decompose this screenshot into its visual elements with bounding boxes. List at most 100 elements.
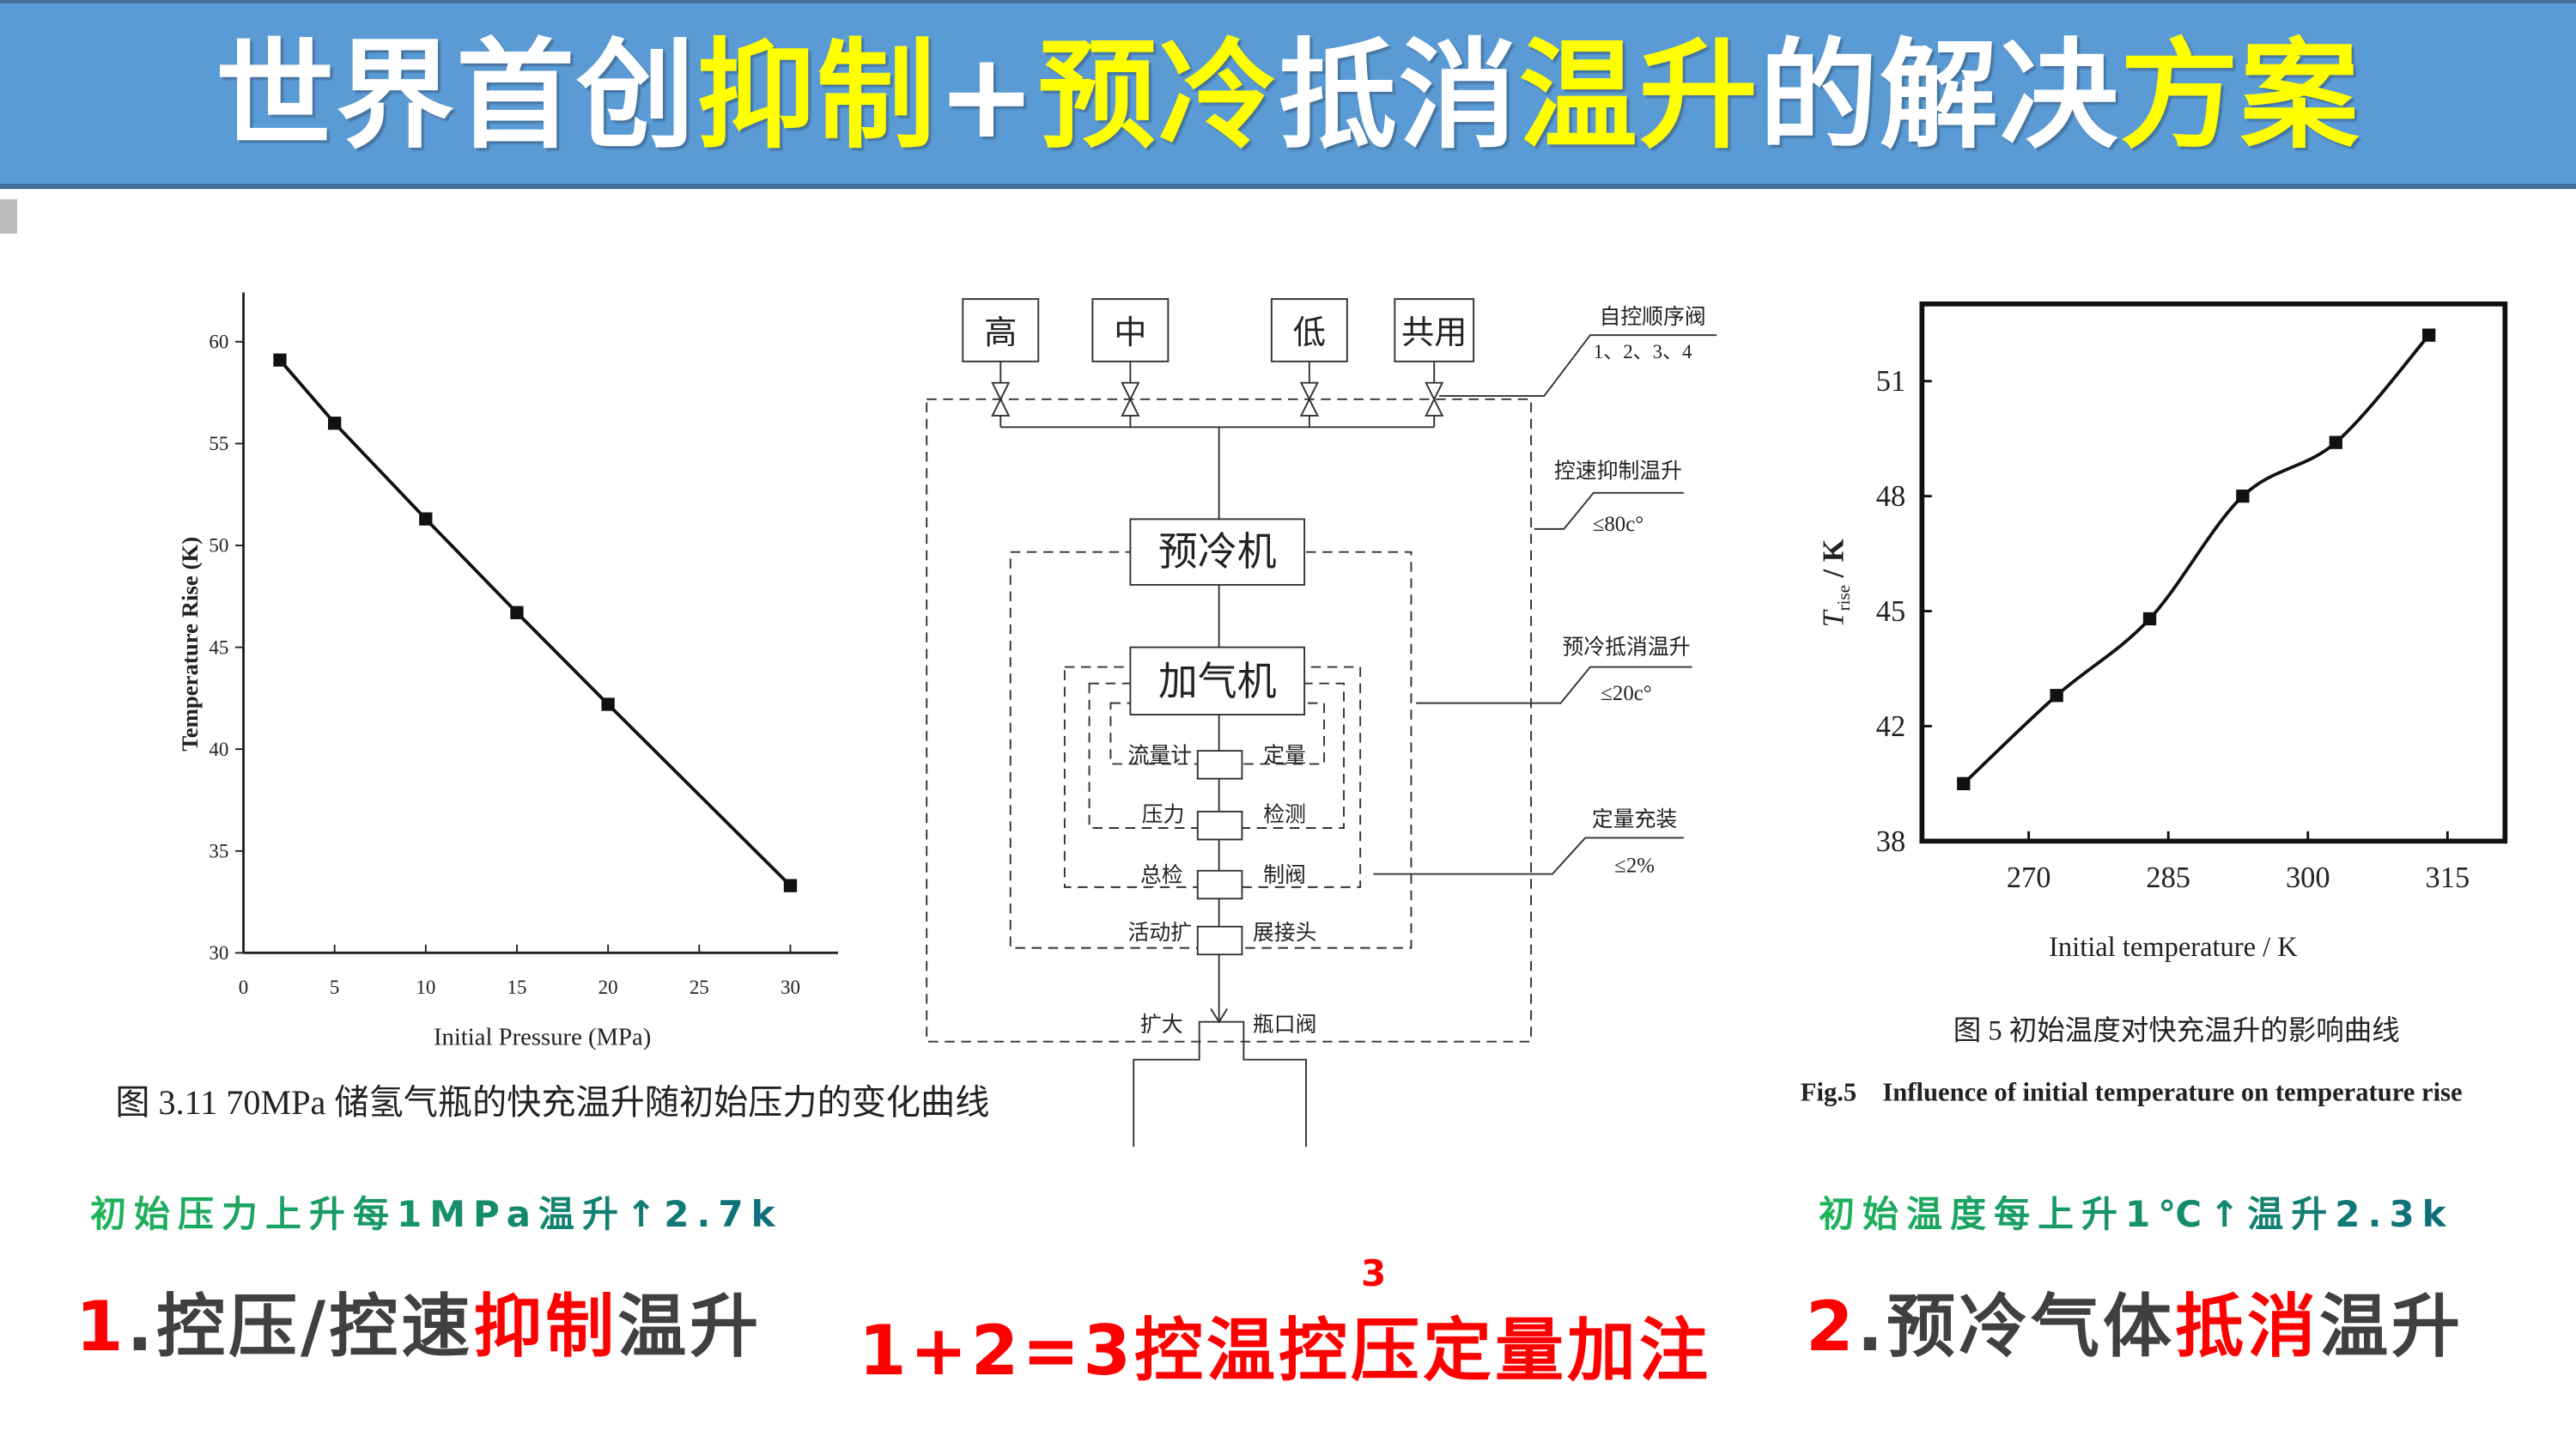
filling-system-diagram bbox=[926, 298, 1717, 1148]
y-tick-label: 40 bbox=[209, 739, 228, 760]
y-tick-label: 38 bbox=[1876, 825, 1905, 858]
slide-marker bbox=[0, 199, 17, 234]
precooler-label: 预冷机 bbox=[1158, 530, 1277, 574]
leader-line bbox=[1416, 666, 1692, 704]
x-tick-label: 30 bbox=[781, 977, 800, 998]
quant-fill-value: ≤2% bbox=[1614, 855, 1655, 878]
joint-right-label: 展接头 bbox=[1253, 921, 1317, 945]
y-tick-label: 35 bbox=[209, 840, 228, 861]
joint-left-label: 活动扩 bbox=[1128, 921, 1193, 945]
y-label-main: T bbox=[1817, 609, 1850, 628]
speed-control-value: ≤80c° bbox=[1593, 513, 1643, 536]
joint-box bbox=[1196, 925, 1243, 956]
quantity-label: 定量 bbox=[1263, 743, 1306, 767]
data-point bbox=[328, 417, 342, 430]
x-tick-label: 15 bbox=[507, 977, 527, 998]
y-tick-label: 30 bbox=[209, 942, 228, 964]
y-tick-label: 45 bbox=[1876, 595, 1905, 628]
x-tick-label: 270 bbox=[2007, 861, 2051, 894]
data-point bbox=[2050, 689, 2063, 703]
temperature-chart: Initial temperature / K Trise / K 图 5 初始… bbox=[1801, 301, 2508, 1107]
chart-caption: 图 3.11 70MPa 储氢气瓶的快充温升随初始压力的变化曲线 bbox=[115, 1083, 989, 1122]
title-part-highlight: 预冷 bbox=[1037, 27, 1279, 165]
chart-caption-cn: 图 5 初始温度对快充温升的影响曲线 bbox=[1953, 1015, 2400, 1047]
title-part: + bbox=[937, 27, 1038, 165]
title-part-highlight: 方案 bbox=[2119, 27, 2360, 165]
x-tick-label: 5 bbox=[330, 977, 339, 998]
combined-method: 1+2=3控温控压定量加注 bbox=[859, 1311, 1712, 1391]
method-number: 1 bbox=[76, 1287, 127, 1367]
valve-icon bbox=[1425, 381, 1444, 417]
data-point bbox=[2422, 328, 2436, 342]
flowmeter-box bbox=[1196, 750, 1243, 780]
pressure-label: 压力 bbox=[1142, 802, 1185, 826]
precool-value: ≤20c° bbox=[1601, 682, 1651, 705]
temperature-rate-note: 初始温度每上升1℃↑温升2.3k bbox=[1819, 1185, 2454, 1238]
slide-title: 世界首创抑制+预冷抵消温升的解决方案 bbox=[0, 27, 2576, 165]
method-text: 温升 bbox=[2319, 1287, 2464, 1367]
y-tick-label: 50 bbox=[209, 535, 228, 557]
x-axis-label: Initial Pressure (MPa) bbox=[434, 1023, 651, 1050]
y-label-sub: rise bbox=[1833, 585, 1854, 611]
precooler-box bbox=[1129, 518, 1306, 586]
method-2: 2.预冷气体抵消温升 bbox=[1806, 1271, 2464, 1371]
y-tick-label: 42 bbox=[1876, 710, 1905, 743]
x-tick-label: 315 bbox=[2426, 861, 2470, 894]
plot-frame bbox=[1919, 301, 2508, 844]
source-shared-box bbox=[1394, 298, 1475, 362]
seq-valve-numbers: 1、2、3、4 bbox=[1594, 341, 1692, 362]
source-mid-label: 中 bbox=[1114, 315, 1146, 351]
superscript-3: 3 bbox=[1361, 1252, 1387, 1294]
detect-label: 检测 bbox=[1263, 802, 1306, 826]
y-tick-label: 48 bbox=[1876, 480, 1905, 513]
quant-fill-label: 定量充装 bbox=[1592, 807, 1677, 831]
precool-label: 预冷抵消温升 bbox=[1562, 635, 1690, 659]
y-label-unit: / K bbox=[1817, 539, 1850, 585]
y-axis-label: Trise / K bbox=[1817, 539, 1854, 627]
method-text: .预冷气体 bbox=[1856, 1287, 2176, 1367]
chart-caption-label: Fig.5 bbox=[1801, 1078, 1856, 1107]
x-tick-label: 0 bbox=[239, 977, 248, 998]
data-point bbox=[783, 879, 798, 892]
y-tick-label: 51 bbox=[1876, 365, 1905, 398]
title-part-highlight: 温升 bbox=[1518, 27, 1759, 165]
title-banner: 世界首创抑制+预冷抵消温升的解决方案 bbox=[0, 0, 2576, 189]
title-part: 世界首创 bbox=[216, 27, 697, 165]
valve-label: 制阀 bbox=[1263, 863, 1306, 887]
y-tick-label: 45 bbox=[209, 636, 228, 658]
valve-icon bbox=[1299, 381, 1319, 417]
data-line bbox=[278, 358, 792, 887]
speed-control-label: 控速抑制温升 bbox=[1554, 460, 1682, 484]
flowmeter-label: 流量计 bbox=[1128, 743, 1193, 767]
y-tick-label: 60 bbox=[209, 331, 228, 352]
pressure-chart: Initial Pressure (MPa) Temperature Rise … bbox=[115, 292, 989, 1122]
x-tick-label: 25 bbox=[690, 977, 709, 998]
dispenser-label: 加气机 bbox=[1158, 660, 1277, 703]
source-high-label: 高 bbox=[984, 315, 1017, 351]
check-valve-box bbox=[1196, 869, 1243, 900]
x-axis-label: Initial temperature / K bbox=[2049, 932, 2298, 963]
data-point bbox=[1957, 776, 1971, 791]
data-curve bbox=[1962, 333, 2431, 785]
title-part: 抵消 bbox=[1278, 27, 1519, 165]
source-low-label: 低 bbox=[1293, 315, 1326, 351]
data-point bbox=[419, 512, 433, 526]
method-keyword: 抑制 bbox=[473, 1287, 618, 1367]
source-mid-box bbox=[1091, 298, 1170, 362]
data-point bbox=[273, 353, 287, 367]
seq-valve-label: 自控顺序阀 bbox=[1599, 305, 1705, 329]
pressure-sensor-box bbox=[1196, 810, 1243, 841]
data-point bbox=[2329, 435, 2342, 449]
expand-label: 扩大 bbox=[1140, 1013, 1183, 1037]
data-point bbox=[2142, 612, 2157, 626]
title-part-highlight: 抑制 bbox=[696, 27, 938, 165]
y-axis-label: Temperature Rise (K) bbox=[177, 537, 203, 752]
leader-line bbox=[1373, 837, 1684, 875]
x-tick-label: 300 bbox=[2286, 861, 2330, 894]
method-text: .控压/控速 bbox=[126, 1287, 474, 1367]
method-number: 2 bbox=[1806, 1287, 1857, 1367]
dispenser-box bbox=[1129, 646, 1306, 715]
valve-icon bbox=[1121, 381, 1140, 417]
